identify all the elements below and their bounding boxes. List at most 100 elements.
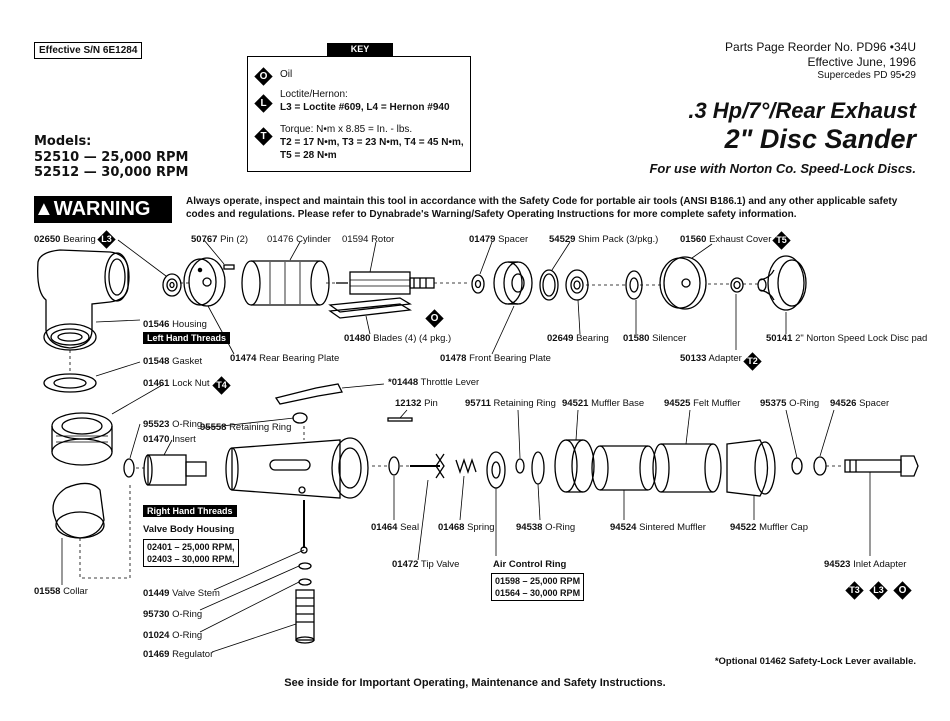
part-50141: 50141 2" Norton Speed Lock Disc pad [766, 333, 928, 344]
blades-drawing [328, 297, 412, 319]
key-oil-label: Oil [280, 69, 293, 80]
title-line-1: .3 Hp/7°/Rear Exhaust [688, 98, 916, 123]
exhaust-cover-drawing [659, 256, 707, 310]
key-torque-values-1: T2 = 17 N•m, T3 = 23 N•m, T4 = 45 N•m, [280, 137, 464, 148]
part-01474: 01474 Rear Bearing Plate [230, 353, 340, 364]
part-01476: 01476 Cylinder [267, 234, 331, 245]
warning-line-1: Always operate, inspect and maintain thi… [186, 196, 898, 207]
rear-bearing-plate-drawing [183, 257, 226, 307]
part-01480: 01480 Blades (4) (4 pkg.) [344, 333, 452, 344]
assembly-lines [69, 282, 844, 579]
part-02650: 02650 Bearing [34, 234, 96, 245]
loctite-l3-letter: L3 [101, 234, 112, 244]
housing-drawing [37, 249, 130, 351]
disc-pad-drawing [757, 255, 807, 311]
oil-symbol-letter: O [259, 71, 268, 82]
felt-muffler-drawing [652, 443, 722, 493]
warning-text: Always operate, inspect and maintain thi… [186, 195, 897, 221]
part-94524: 94524 Sintered Muffler [610, 522, 706, 533]
shim-pack-drawing [539, 269, 559, 301]
effective-date: Effective June, 1996 [807, 55, 916, 69]
torque-symbol-letter: T [260, 131, 267, 142]
part-50767: 50767 Pin (2) [191, 234, 249, 245]
o-ring-95523-drawing [123, 458, 135, 478]
o-ring-95730-drawing [298, 562, 312, 570]
throttle-lever-drawing [274, 383, 343, 405]
oil-inlet-letter: O [898, 585, 907, 596]
title-line-2: 2" Disc Sander [724, 124, 916, 154]
part-01469: 01469 Regulator [143, 649, 214, 660]
spacer-94526-drawing [813, 456, 827, 476]
key-heading: KEY [327, 43, 393, 56]
bearing-02649-drawing [565, 269, 589, 301]
bearing-02650-drawing [162, 273, 182, 297]
part-01479: 01479 Spacer [469, 234, 529, 245]
silencer-drawing [625, 270, 643, 300]
effective-serial-box: Effective S/N 6E1284 [34, 42, 143, 59]
tip-valve-drawing [410, 453, 445, 479]
warning-label: ▲WARNING [34, 196, 172, 223]
part-01449: 01449 Valve Stem [143, 588, 220, 599]
for-use-note: For use with Norton Co. Speed-Lock Discs… [649, 161, 916, 176]
part-01580: 01580 Silencer [623, 333, 687, 344]
part-95375: 95375 O-Ring [760, 398, 820, 409]
key-torque-label: Torque: N•m x 8.85 = In. - lbs. [280, 124, 413, 135]
adapter-50133-drawing [730, 277, 744, 293]
part-12132: 12132 Pin [395, 398, 438, 409]
pin-50767-drawing [223, 264, 235, 270]
o-ring-01024-drawing [298, 578, 312, 586]
part-01468: 01468 Spring [438, 522, 495, 533]
key-box [247, 56, 471, 172]
part-94526: 94526 Spacer [830, 398, 890, 409]
loctite-l3-inlet-letter: L3 [873, 585, 884, 595]
retaining-ring-95711-drawing [515, 458, 525, 474]
part-94538: 94538 O-Ring [516, 522, 576, 533]
torque-t4-letter: T4 [216, 380, 227, 390]
front-bearing-plate-drawing [493, 261, 533, 305]
o-ring-95375-drawing [791, 457, 803, 475]
valve-body-housing-label: Valve Body Housing [143, 524, 235, 535]
rotor-drawing [336, 271, 435, 295]
left-hand-threads-badge: Left Hand Threads [143, 332, 231, 344]
valve-body-variant-2: 02403 – 30,000 RPM, [147, 554, 235, 564]
part-95558: 95558 Retaining Ring [200, 422, 292, 433]
model-52510: 52510 — 25,000 RPM [34, 150, 189, 165]
key-loctite-values: L3 = Loctite #609, L4 = Hernon #940 [280, 102, 450, 113]
valve-body-housing-drawing [225, 437, 369, 499]
part-01464: 01464 Seal [371, 522, 420, 533]
spring-drawing [455, 457, 477, 475]
seal-drawing [388, 456, 400, 476]
loctite-symbol-letter: L [260, 98, 267, 109]
part-01548: 01548 Gasket [143, 356, 203, 367]
regulator-drawing [295, 589, 315, 644]
bottom-instructions-note: See inside for Important Operating, Main… [284, 677, 666, 689]
muffler-cap-drawing [726, 439, 776, 497]
part-95711: 95711 Retaining Ring [465, 398, 556, 409]
air-control-variant-1: 01598 – 25,000 RPM [495, 576, 581, 586]
part-94521: 94521 Muffler Base [562, 398, 645, 409]
o-ring-94538-drawing [531, 451, 545, 485]
part-01558: 01558 Collar [34, 586, 88, 597]
warning-line-2: codes and regulations. Please refer to D… [186, 209, 797, 220]
muffler-base-drawing [554, 439, 595, 493]
part-01546: 01546 Housing [143, 319, 207, 330]
model-52512: 52512 — 30,000 RPM [34, 165, 189, 180]
right-hand-threads-badge: Right Hand Threads [143, 505, 237, 517]
valve-body-variant-1: 02401 – 25,000 RPM, [147, 542, 235, 552]
models-heading: Models: [34, 134, 92, 149]
spacer-01479-drawing [471, 274, 485, 294]
air-control-variants: 01598 – 25,000 RPM 01564 – 30,000 RPM [491, 573, 585, 601]
insert-drawing [143, 454, 207, 486]
torque-t2-letter: T2 [747, 356, 758, 366]
part-50133: 50133 Adapter [680, 353, 742, 364]
pin-12132-drawing [387, 417, 413, 422]
reorder-number: Parts Page Reorder No. PD96 •34U [725, 40, 916, 54]
part-94522: 94522 Muffler Cap [730, 522, 808, 533]
collar-drawing [52, 482, 105, 539]
air-control-variant-2: 01564 – 30,000 RPM [495, 588, 581, 598]
oil-blades-letter: O [430, 313, 439, 324]
part-01472: 01472 Tip Valve [392, 559, 460, 570]
leader-lines [61, 239, 871, 653]
part-01478: 01478 Front Bearing Plate [440, 353, 551, 364]
